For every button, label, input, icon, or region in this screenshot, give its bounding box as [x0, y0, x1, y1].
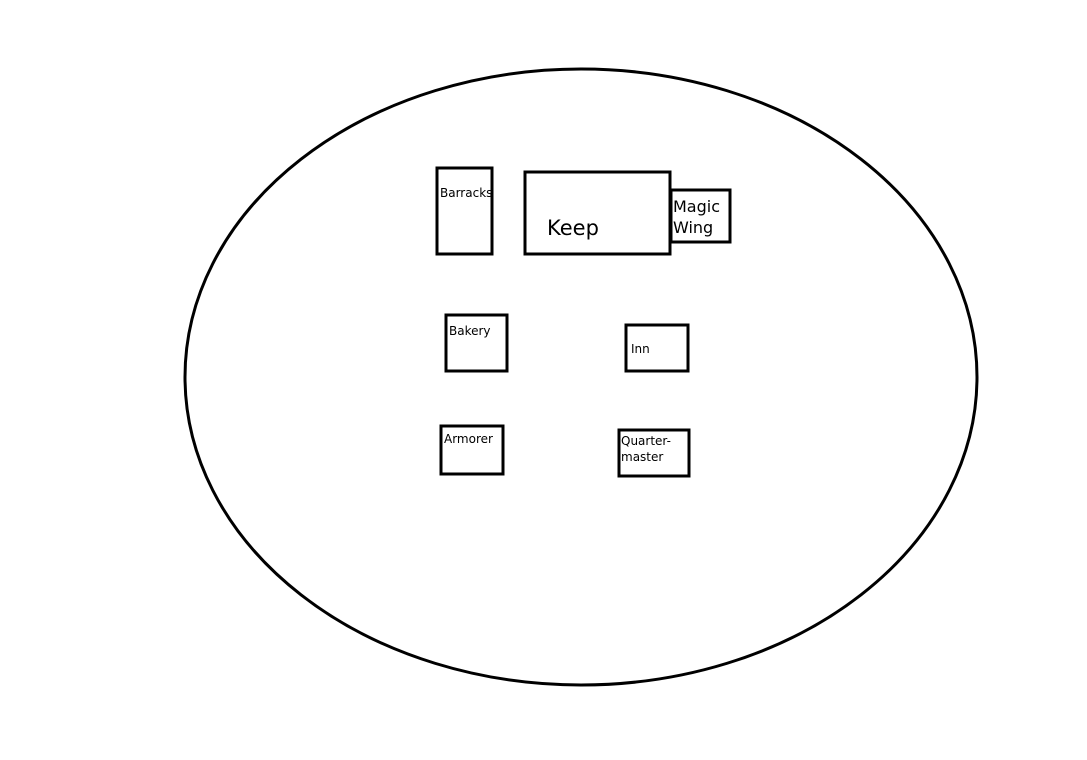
bakery-label: Bakery: [449, 324, 491, 338]
inn-building: Inn: [624, 323, 690, 373]
inn-label: Inn: [631, 342, 650, 356]
barracks-building: Barracks: [435, 166, 494, 256]
armorer-label: Armorer: [444, 432, 493, 446]
magic-wing-label: Magic Wing: [673, 197, 725, 237]
barracks-label: Barracks: [440, 186, 492, 200]
castle-wall-outline: [183, 67, 979, 687]
keep-label: Keep: [547, 216, 599, 240]
magic-wing-building: Magic Wing: [669, 188, 732, 244]
quartermaster-label: Quarter- master: [621, 434, 675, 464]
armorer-building: Armorer: [439, 424, 505, 476]
quartermaster-building: Quarter- master: [617, 428, 691, 478]
bakery-building: Bakery: [444, 313, 509, 373]
keep-building: Keep: [523, 170, 672, 256]
